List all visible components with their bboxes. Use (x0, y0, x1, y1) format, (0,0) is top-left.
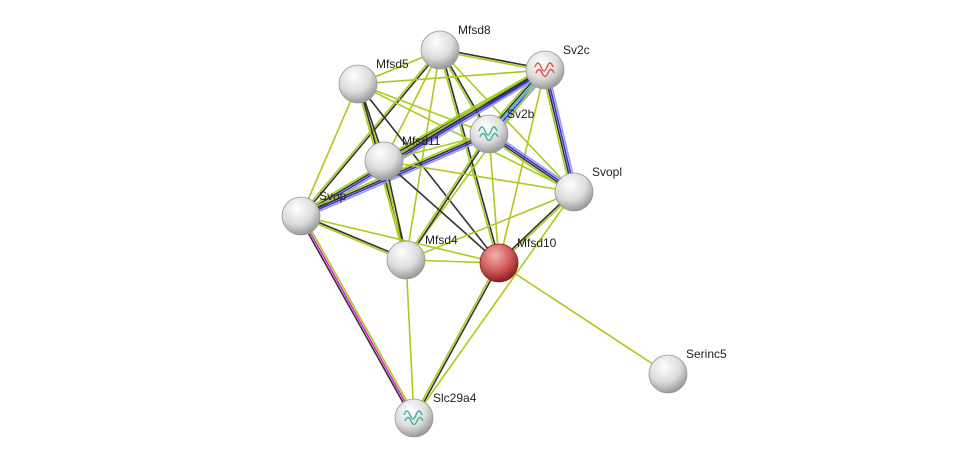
node-ball[interactable] (420, 30, 460, 70)
node-ball[interactable] (281, 196, 321, 236)
node-serinc5[interactable]: Serinc5 (648, 347, 727, 394)
node-label: Mfsd5 (376, 57, 409, 71)
node-label: Mfsd4 (425, 233, 458, 247)
edge-mfsd11-mfsd10[interactable] (383, 160, 500, 264)
evidence-line-black (300, 68, 545, 216)
evidence-line-green (488, 133, 500, 264)
edge-svopl-slc29a4[interactable] (413, 191, 575, 419)
edge-sv2c-svopl[interactable] (541, 69, 578, 193)
evidence-line-green (405, 69, 546, 261)
evidence-line-black (406, 134, 491, 261)
evidence-line-black (440, 49, 501, 263)
node-label: Sv2c (563, 43, 590, 57)
node-sv2b[interactable]: Sv2b (469, 107, 535, 154)
node-svop[interactable]: Svop (281, 189, 347, 236)
node-label: Svopl (592, 165, 622, 179)
edge-mfsd11-svopl[interactable] (383, 160, 575, 193)
node-label: Svop (319, 189, 347, 203)
node-label: Serinc5 (686, 347, 727, 361)
edge-mfsd5-svopl[interactable] (357, 83, 575, 193)
evidence-line-blue (545, 69, 576, 192)
edge-mfsd4-slc29a4[interactable] (405, 259, 415, 419)
evidence-line-green (498, 69, 546, 264)
edge-sv2c-mfsd10[interactable] (498, 69, 546, 264)
edge-mfsd4-svopl[interactable] (405, 191, 575, 261)
evidence-line-black (383, 160, 500, 264)
edge-mfsd5-sv2c[interactable] (357, 69, 546, 85)
node-slc29a4[interactable]: Slc29a4 (394, 391, 477, 438)
edge-mfsd10-serinc5[interactable] (498, 262, 669, 375)
evidence-line-green (498, 262, 669, 375)
edge-mfsd8-mfsd4[interactable] (405, 49, 441, 261)
protein-structure-icon (403, 410, 424, 426)
evidence-line-green (412, 262, 499, 418)
node-label: Mfsd8 (458, 23, 491, 37)
evidence-line-green (357, 83, 575, 193)
node-ball[interactable] (648, 354, 688, 394)
edges-layer (298, 48, 669, 420)
node-ball[interactable] (386, 240, 426, 280)
node-svopl[interactable]: Svopl (554, 165, 622, 212)
edge-sv2b-mfsd10[interactable] (488, 133, 500, 264)
evidence-line-green (300, 215, 500, 264)
edge-svop-mfsd10[interactable] (300, 215, 500, 264)
edge-mfsd8-mfsd11[interactable] (383, 49, 441, 162)
evidence-line-green (299, 66, 544, 215)
evidence-line-magenta (300, 215, 415, 419)
evidence-line-green (405, 49, 441, 261)
node-mfsd10[interactable]: Mfsd10 (479, 236, 557, 283)
evidence-line-green (300, 83, 359, 217)
evidence-line-green (404, 133, 489, 260)
evidence-line-green (357, 83, 490, 135)
evidence-line-green (541, 70, 572, 193)
protein-structure-icon (534, 62, 555, 78)
node-mfsd5[interactable]: Mfsd5 (338, 57, 409, 104)
evidence-line-green (413, 191, 575, 419)
evidence-line-lightblue (547, 69, 578, 192)
node-ball[interactable] (479, 243, 519, 283)
evidence-line-green (405, 259, 415, 419)
node-mfsd4[interactable]: Mfsd4 (386, 233, 458, 280)
node-label: Mfsd11 (402, 134, 441, 148)
edge-mfsd8-mfsd10[interactable] (438, 49, 501, 264)
evidence-line-green (383, 160, 575, 193)
evidence-line-black (414, 263, 501, 419)
edge-mfsd5-mfsd10[interactable] (357, 83, 500, 264)
node-mfsd8[interactable]: Mfsd8 (420, 23, 491, 70)
evidence-line-blue (301, 70, 546, 218)
node-label: Mfsd10 (517, 236, 557, 250)
node-ball[interactable] (554, 172, 594, 212)
edge-svop-slc29a4[interactable] (298, 214, 417, 420)
node-sv2c[interactable]: Sv2c (525, 43, 590, 90)
evidence-line-black (357, 83, 500, 264)
node-ball[interactable] (364, 141, 404, 181)
evidence-line-green (405, 191, 575, 261)
evidence-line-green (357, 69, 546, 85)
node-ball[interactable] (338, 64, 378, 104)
edge-sv2b-mfsd4[interactable] (404, 133, 491, 261)
evidence-line-black (298, 216, 413, 420)
node-label: Sv2b (507, 107, 535, 121)
evidence-line-black (543, 70, 574, 193)
evidence-line-green (302, 214, 417, 418)
evidence-line-lightblue (301, 136, 491, 220)
node-mfsd11[interactable]: Mfsd11 (364, 134, 441, 181)
evidence-line-green (383, 49, 441, 162)
edge-sv2c-mfsd4[interactable] (405, 69, 546, 261)
node-label: Slc29a4 (433, 391, 477, 405)
edge-mfsd5-sv2b[interactable] (357, 83, 490, 135)
protein-structure-icon (478, 126, 499, 142)
evidence-line-green (438, 50, 499, 264)
edge-mfsd10-slc29a4[interactable] (412, 262, 501, 419)
edge-mfsd5-svop[interactable] (300, 83, 359, 217)
